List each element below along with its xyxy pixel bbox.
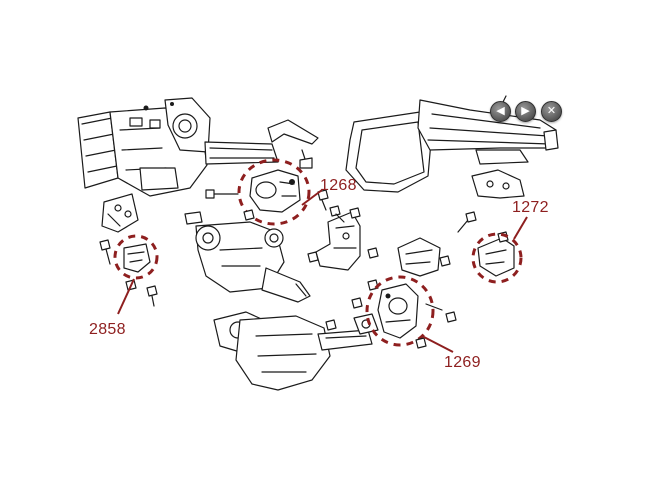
bolt-group-1268: [205, 189, 329, 221]
front-differential: [184, 211, 311, 303]
bolt-group-1269: [351, 297, 457, 349]
engine-mount-1269: [365, 275, 435, 347]
center-mount-bracket: [307, 205, 379, 271]
bracket-above-1269: [367, 237, 451, 311]
close-x-icon: ✕: [546, 105, 557, 117]
right-mount-bracket: [457, 169, 525, 233]
transmission-assembly: [77, 97, 279, 197]
insulator-part-1272: [471, 231, 523, 284]
arrow-left-icon: ◀: [496, 105, 505, 117]
rear-differential: [213, 311, 379, 391]
arrow-right-icon: ▶: [521, 105, 530, 117]
next-button[interactable]: ▶: [515, 101, 536, 122]
bolt-group-left: [99, 239, 158, 307]
transmission-mount-bracket: [101, 193, 139, 233]
callout-label-2858[interactable]: 2858: [89, 321, 126, 338]
insulator-part-2858: [113, 234, 159, 280]
close-button[interactable]: ✕: [541, 101, 562, 122]
engine-mount-1268: [237, 158, 311, 226]
callout-label-1269[interactable]: 1269: [444, 354, 481, 371]
callout-label-1268[interactable]: 1268: [320, 177, 357, 194]
callout-label-1272[interactable]: 1272: [512, 199, 549, 216]
upper-bracket: [267, 119, 319, 169]
callout-leaders: [117, 189, 528, 353]
previous-button[interactable]: ◀: [490, 101, 511, 122]
